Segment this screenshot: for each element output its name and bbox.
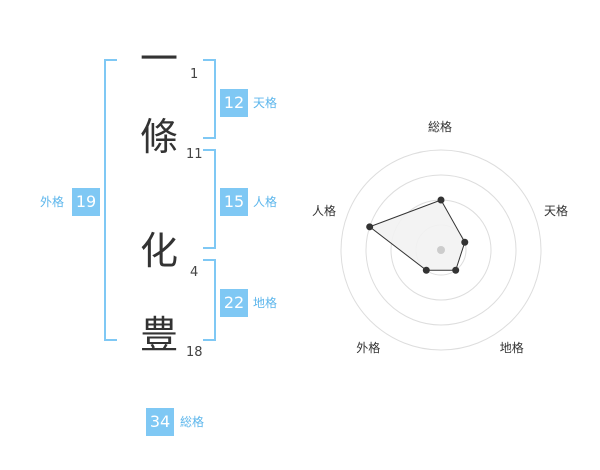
radar-axis-label-4: 外格 bbox=[356, 340, 381, 355]
tenkaku-label: 天格 bbox=[253, 96, 278, 110]
radar-point-1 bbox=[437, 196, 445, 204]
stroke-count-4: 18 bbox=[186, 345, 203, 360]
radar-center-point bbox=[437, 246, 445, 254]
name-char-3: 化 bbox=[140, 229, 179, 273]
radar-grid-ring bbox=[340, 149, 542, 351]
radar-axis-label-5: 人格 bbox=[311, 204, 336, 219]
radar-grid-ring bbox=[365, 174, 517, 326]
jinkaku-value: 15 bbox=[220, 188, 248, 216]
soukaku-label: 総格 bbox=[180, 415, 205, 429]
stroke-count-1: 1 bbox=[190, 67, 199, 82]
gaikaku-label: 外格 bbox=[40, 195, 65, 209]
radar-point-4 bbox=[422, 266, 430, 274]
radar-series-polygon bbox=[368, 199, 466, 271]
radar-point-5 bbox=[366, 223, 374, 231]
radar-axis-label-2: 天格 bbox=[544, 204, 569, 219]
chikaku-value: 22 bbox=[220, 289, 248, 317]
stroke-count-3: 4 bbox=[190, 265, 199, 280]
name-char-1: 一 bbox=[140, 37, 179, 81]
jinkaku-label: 人格 bbox=[253, 195, 278, 209]
stroke-count-2: 11 bbox=[186, 147, 203, 162]
name-char-2: 條 bbox=[140, 115, 179, 159]
gaikaku-value: 19 bbox=[72, 188, 100, 216]
radar-axis-label-3: 地格 bbox=[499, 340, 524, 355]
radar-point-2 bbox=[461, 238, 469, 246]
chikaku-label: 地格 bbox=[253, 296, 278, 310]
soukaku-value: 34 bbox=[146, 408, 174, 436]
name-char-4: 豊 bbox=[140, 313, 179, 357]
tenkaku-value: 12 bbox=[220, 89, 248, 117]
radar-point-3 bbox=[452, 266, 460, 274]
radar-axis-label-1: 総格 bbox=[428, 120, 453, 134]
